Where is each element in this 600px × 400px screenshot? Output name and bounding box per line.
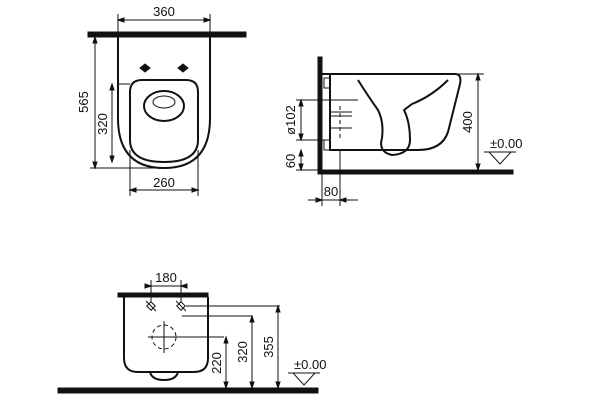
side-level-text: ±0.00 [490,136,522,151]
dim-80-text: 80 [324,184,338,199]
dim-180-text: 180 [155,270,177,285]
front-level-marker [291,372,317,386]
front-bowl-outline [123,297,209,373]
dim-220-text: 220 [209,352,224,374]
top-drain-hole [152,95,176,109]
front-wall-bar [117,292,209,298]
side-bowl-trap [357,79,449,157]
side-fitting-top [323,77,331,89]
dim-260-text: 260 [153,175,175,190]
dim-320-front-text: 320 [235,341,250,363]
dim-360-text: 360 [153,4,175,19]
front-floor-bar [57,387,319,394]
front-view: 180 220 320 355 ±0.00 [57,270,326,394]
side-bowl-outer [322,73,462,151]
top-bowl-opening [143,90,185,122]
dim-pipe-text: ø102 [283,105,298,135]
side-view: 400 ø102 60 80 ±0.00 [283,56,522,206]
side-wall [317,56,323,175]
dim-355-text: 355 [261,336,276,358]
side-level-marker [487,151,513,165]
top-wall-bar [87,31,247,38]
dim-60-text: 60 [283,154,298,168]
front-bowl-base [149,371,179,382]
top-view: 360 565 320 260 [76,4,247,196]
side-floor-bar [317,169,514,175]
front-level-text: ±0.00 [294,357,326,372]
side-outlet-pipe [330,111,352,129]
top-seat-inner [129,79,199,164]
front-bolt-right [175,300,187,312]
top-mount-right [177,63,189,73]
dim-320-inner-text: 320 [95,113,110,135]
front-bolt-left [145,300,157,312]
dim-565-text: 565 [76,91,91,113]
top-mount-left [139,63,151,73]
dim-400-text: 400 [460,111,475,133]
